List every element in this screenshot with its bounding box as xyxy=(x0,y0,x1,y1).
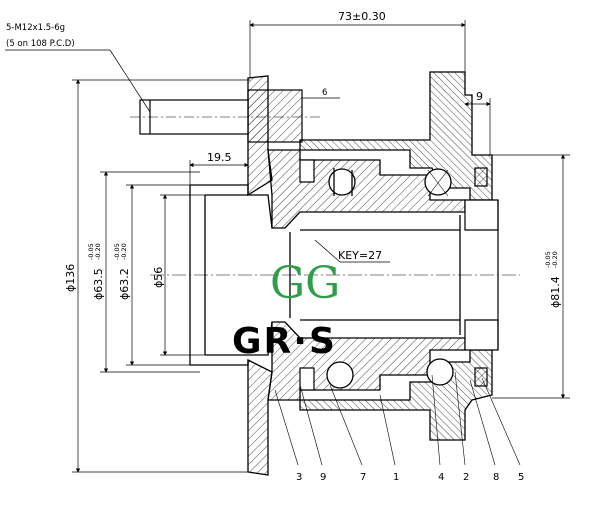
thread-spec: 5-M12x1.5-6g xyxy=(6,23,65,33)
dim-d81-4-tol-upper: -0.05 xyxy=(544,251,552,268)
hub-pilot xyxy=(189,184,461,366)
dim-d81-4-tol-lower: -0.20 xyxy=(551,251,559,268)
dim-d63-2-tol-lower: -0.20 xyxy=(120,243,128,260)
dimension-lines xyxy=(5,20,570,473)
part-number: 2 xyxy=(463,472,469,483)
dim-d81-4-group: ϕ81.4 -0.05 -0.20 xyxy=(544,251,562,308)
seal-upper-left xyxy=(299,159,315,183)
ball-lower-right xyxy=(426,358,454,386)
part-number: 7 xyxy=(360,472,366,483)
pcd-spec: (5 on 108 P.C.D) xyxy=(6,39,75,49)
part-number: 1 xyxy=(393,472,399,483)
part-number: 8 xyxy=(493,472,499,483)
dim-6: 6 xyxy=(322,88,327,98)
seal-lower-left xyxy=(299,367,315,391)
hub-body-lower xyxy=(267,321,466,401)
bearing-balls xyxy=(326,168,454,389)
ball-upper-left xyxy=(328,168,356,196)
dim-d63-2: ϕ63.2 xyxy=(118,268,131,300)
wheel-stud xyxy=(130,89,320,143)
gg-logo-mark: GG xyxy=(270,258,340,309)
dim-d63-2-group: ϕ63.2 -0.05 -0.20 xyxy=(113,243,131,300)
dim-d63-2-tol-upper: -0.05 xyxy=(113,243,121,260)
part-number: 3 xyxy=(296,472,302,483)
part-leaders xyxy=(274,371,521,466)
grs-logo-text: GR·S xyxy=(232,321,337,362)
part-numbers: 3 9 7 1 4 2 8 5 xyxy=(296,472,524,483)
dim-d56: ϕ56 xyxy=(152,267,165,288)
part-number: 9 xyxy=(320,472,326,483)
outer-ring-upper xyxy=(299,71,493,201)
ball-lower-left xyxy=(326,361,354,389)
dim-9: 9 xyxy=(476,90,483,103)
dim-19-5: 19.5 xyxy=(207,151,232,164)
key-label: KEY=27 xyxy=(338,249,382,262)
dim-d81-4: ϕ81.4 xyxy=(549,276,562,308)
seal-lower-right xyxy=(474,367,488,387)
dim-overall-length: 73±0.30 xyxy=(338,10,386,23)
part-number: 5 xyxy=(518,472,524,483)
inner-ring-right-upper xyxy=(464,199,499,231)
seals xyxy=(299,159,488,391)
dim-d63-5-tol-lower: -0.20 xyxy=(94,243,102,260)
seal-upper-right xyxy=(474,167,488,187)
ball-upper-right xyxy=(424,168,452,196)
dim-d63-5-group: ϕ63.5 -0.05 -0.20 xyxy=(87,243,105,300)
gg-logo-letter-1: GG xyxy=(270,258,340,309)
dim-d63-5-tol-upper: -0.05 xyxy=(87,243,95,260)
dim-d63-5: ϕ63.5 xyxy=(92,268,105,300)
inner-ring-right-lower xyxy=(464,319,499,351)
part-number: 4 xyxy=(438,472,444,483)
dim-d136: ϕ136 xyxy=(64,264,77,292)
